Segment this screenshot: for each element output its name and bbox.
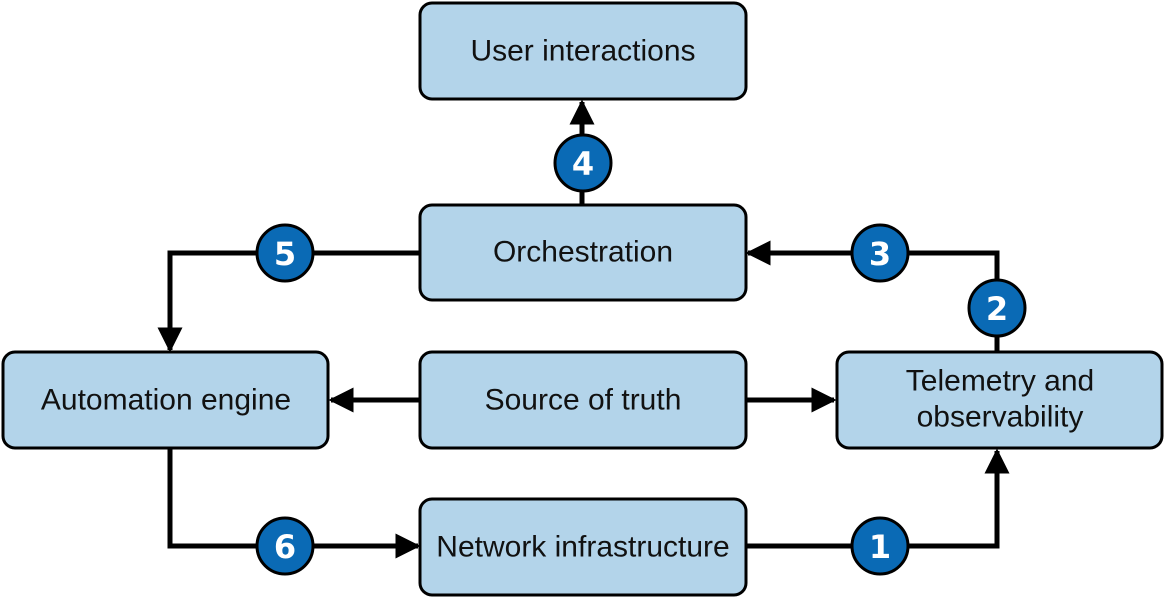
node-telemetry-label-line2: observability — [917, 401, 1084, 434]
node-network-infrastructure: Network infrastructure — [418, 497, 748, 597]
node-user-interactions-label: User interactions — [470, 35, 695, 68]
step-badge-4: 4 — [553, 133, 613, 193]
step-badge-6: 6 — [255, 516, 315, 576]
node-orchestration-label: Orchestration — [493, 236, 673, 269]
step-badge-2-label: 2 — [986, 290, 1008, 328]
step-badge-1: 1 — [850, 516, 910, 576]
step-badge-3: 3 — [850, 223, 910, 283]
edge-network-to-telemetry — [746, 448, 1010, 549]
step-badge-4-label: 4 — [572, 145, 594, 183]
step-badge-2: 2 — [967, 278, 1027, 338]
edge-orchestration-to-automation-engine — [157, 250, 420, 353]
step-badge-3-label: 3 — [869, 235, 891, 273]
step-badge-6-label: 6 — [274, 528, 296, 566]
node-automation-engine-label: Automation engine — [41, 384, 291, 417]
node-automation-engine: Automation engine — [1, 350, 330, 450]
node-orchestration: Orchestration — [418, 203, 748, 302]
node-telemetry-observability: Telemetry and observability — [835, 350, 1164, 450]
node-telemetry-label-line1: Telemetry and — [906, 365, 1094, 398]
step-badge-5: 5 — [255, 223, 315, 283]
node-source-of-truth: Source of truth — [418, 350, 748, 450]
edge-automation-to-network — [167, 449, 421, 559]
node-user-interactions: User interactions — [418, 1, 748, 101]
node-network-infrastructure-label: Network infrastructure — [436, 531, 729, 564]
node-source-of-truth-label: Source of truth — [485, 384, 682, 417]
step-badge-5-label: 5 — [274, 235, 296, 273]
step-badge-1-label: 1 — [869, 528, 891, 566]
